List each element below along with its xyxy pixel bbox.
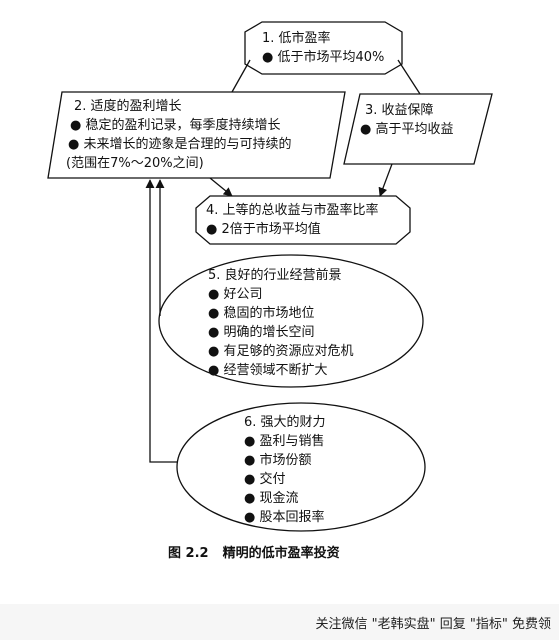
node-5-bullet-1: ● 好公司 <box>208 287 263 302</box>
arrow-3-to-4 <box>378 163 393 197</box>
node-3-parallelogram <box>343 93 493 165</box>
node-4-bullet-1: ● 2倍于市场平均值 <box>206 222 321 237</box>
node-5-bullet-2: ● 稳固的市场地位 <box>208 306 315 321</box>
node-3-title: 3. 收益保障 <box>365 103 434 118</box>
connector-1-to-3 <box>397 59 421 95</box>
node-6-bullet-4: ● 现金流 <box>244 491 299 506</box>
node-5-ellipse <box>158 254 424 388</box>
node-6-title: 6. 强大的财力 <box>244 415 326 430</box>
node-6-bullet-1: ● 盈利与销售 <box>244 434 325 449</box>
node-5-bullet-3: ● 明确的增长空间 <box>208 325 315 340</box>
node-2-bullet-3: (范围在7%～20%之间) <box>66 156 204 171</box>
node-1-octagon <box>244 21 403 75</box>
arrow-2-to-4 <box>209 177 233 197</box>
node-2-bullet-2: ● 未来增长的迹象是合理的与可持续的 <box>68 137 292 152</box>
node-2-title: 2. 适度的盈利增长 <box>74 99 182 114</box>
feedback-6-to-2 <box>145 179 178 463</box>
node-6-bullet-5: ● 股本回报率 <box>244 510 325 525</box>
node-4-title: 4. 上等的总收益与市盈率比率 <box>206 203 379 218</box>
node-5-title: 5. 良好的行业经营前景 <box>208 268 342 283</box>
figure-caption: 图 2.2 精明的低市盈率投资 <box>168 542 340 561</box>
node-2-parallelogram <box>47 91 346 179</box>
node-2-bullet-1: ● 稳定的盈利记录，每季度持续增长 <box>70 118 281 133</box>
connector-1-to-2 <box>231 59 251 93</box>
watermark-text: 关注微信 "老韩实盘" 回复 "指标" 免费领 <box>315 617 551 632</box>
node-6-bullet-3: ● 交付 <box>244 472 286 487</box>
node-5-bullet-5: ● 经营领域不断扩大 <box>208 363 328 378</box>
figure-number: 图 2.2 <box>168 546 209 561</box>
node-5-bullet-4: ● 有足够的资源应对危机 <box>208 344 354 359</box>
node-3-bullet-1: ● 高于平均收益 <box>360 122 454 137</box>
node-1-title: 1. 低市盈率 <box>262 31 331 46</box>
node-4-octagon <box>195 195 411 245</box>
node-6-ellipse <box>176 402 426 532</box>
watermark-bar: 关注微信 "老韩实盘" 回复 "指标" 免费领 <box>0 604 559 640</box>
node-1-bullet-1: ● 低于市场平均40% <box>262 50 385 65</box>
figure-caption-text: 精明的低市盈率投资 <box>222 546 340 561</box>
node-6-bullet-2: ● 市场份额 <box>244 453 312 468</box>
